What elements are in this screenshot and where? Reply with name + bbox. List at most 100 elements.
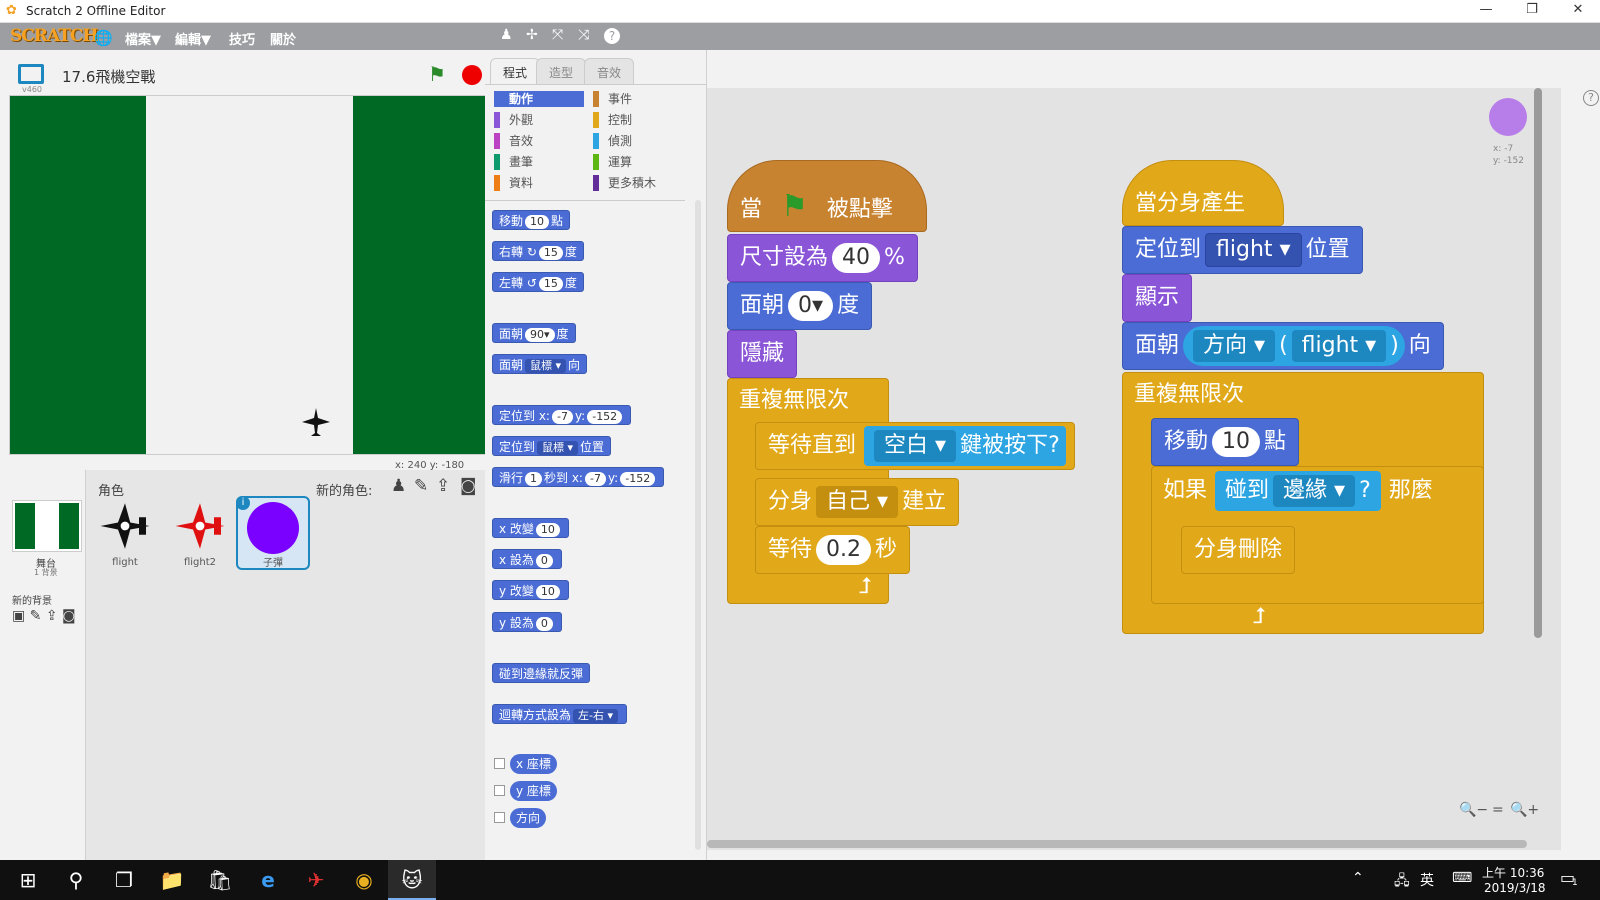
keyboard-icon[interactable]: ⌨ bbox=[1452, 870, 1473, 886]
network-icon[interactable]: 🖧 bbox=[1394, 873, 1410, 889]
hat-when-clone-starts[interactable]: 當分身產生 bbox=[1122, 160, 1284, 226]
app-icon[interactable]: ✈ bbox=[307, 868, 325, 892]
menu-tips[interactable]: 技巧 bbox=[229, 33, 256, 48]
project-title[interactable]: 17.6飛機空戰 bbox=[62, 68, 156, 86]
category-pen[interactable]: 畫筆 bbox=[494, 154, 584, 170]
menu-file[interactable]: 檔案▼ bbox=[125, 33, 161, 48]
search-icon[interactable]: ⚲ bbox=[68, 868, 84, 892]
block-point-towards[interactable]: 面朝鼠標 ▾向 bbox=[492, 354, 588, 374]
xpos-checkbox[interactable] bbox=[494, 758, 505, 769]
zoom-out-icon[interactable]: 🔍− bbox=[1459, 802, 1489, 818]
paint-icon[interactable]: ✎ bbox=[414, 476, 429, 496]
stop-icon[interactable] bbox=[462, 65, 482, 85]
clock-date[interactable]: 2019/3/18 bbox=[1484, 881, 1546, 895]
block-wait-until[interactable]: 等待直到空白 ▾鍵被按下? bbox=[755, 422, 1075, 470]
vertical-scrollbar[interactable] bbox=[1534, 88, 1542, 638]
green-flag-icon[interactable]: ⚑ bbox=[428, 62, 446, 86]
category-control[interactable]: 控制 bbox=[593, 112, 683, 128]
globe-icon[interactable]: 🌐 bbox=[94, 29, 113, 47]
help-icon[interactable]: ? bbox=[604, 28, 620, 44]
tab-costumes[interactable]: 造型 bbox=[536, 58, 587, 84]
category-data[interactable]: 資料 bbox=[494, 175, 584, 191]
help-tips-icon[interactable]: ? bbox=[1583, 90, 1599, 106]
start-icon[interactable]: ⊞ bbox=[19, 868, 37, 892]
hat-when-flag-clicked[interactable]: 當 ⚑ 被點擊 bbox=[727, 160, 927, 232]
scratch-logo[interactable]: SCRATCH bbox=[10, 26, 98, 46]
category-operators[interactable]: 運算 bbox=[593, 154, 683, 170]
sprite-flight[interactable]: flight bbox=[90, 498, 160, 570]
duplicate-icon[interactable]: ♟ bbox=[500, 27, 513, 43]
info-icon[interactable]: i bbox=[236, 496, 250, 510]
menu-edit[interactable]: 編輯▼ bbox=[175, 33, 211, 48]
chrome-icon[interactable]: ◉ bbox=[355, 868, 373, 892]
direction-checkbox[interactable] bbox=[494, 812, 505, 823]
stage[interactable] bbox=[9, 95, 490, 455]
palette-scrollbar[interactable] bbox=[695, 200, 701, 850]
backdrop-tools[interactable]: ▣ ✎ ⇪ ◙ bbox=[12, 608, 76, 624]
block-hide[interactable]: 隱藏 bbox=[727, 330, 798, 378]
category-sensing[interactable]: 偵測 bbox=[593, 133, 683, 149]
upload-icon[interactable]: ⇪ bbox=[436, 476, 451, 496]
ypos-checkbox[interactable] bbox=[494, 785, 505, 796]
clock-time[interactable]: 上午 10:36 bbox=[1482, 866, 1545, 880]
maximize-button[interactable]: ❐ bbox=[1526, 2, 1538, 17]
tab-scripts[interactable]: 程式 bbox=[490, 58, 541, 84]
zoom-reset-icon[interactable]: = bbox=[1492, 802, 1504, 818]
tray-chevron-icon[interactable]: ⌃ bbox=[1352, 870, 1364, 886]
close-button[interactable]: ✕ bbox=[1572, 2, 1584, 17]
scratch-taskbar-icon[interactable]: 🐱 bbox=[388, 860, 436, 900]
category-events[interactable]: 事件 bbox=[593, 91, 683, 107]
sprite-library-icon[interactable]: ♟ bbox=[391, 476, 407, 496]
category-sound[interactable]: 音效 bbox=[494, 133, 584, 149]
language-indicator[interactable]: 英 bbox=[1420, 873, 1434, 889]
grow-icon[interactable]: ⤧ bbox=[552, 27, 564, 43]
cut-icon[interactable]: ✢ bbox=[526, 27, 538, 43]
sprite-flight2[interactable]: flight2 bbox=[165, 498, 235, 570]
block-rotation-style[interactable]: 迴轉方式設為左-右 ▾ bbox=[492, 704, 628, 724]
block-goto[interactable]: 定位到鼠標 ▾位置 bbox=[492, 436, 612, 456]
store-icon[interactable]: 🛍 bbox=[207, 868, 233, 892]
reporter-y-position[interactable]: y 座標 bbox=[510, 781, 557, 801]
reporter-direction[interactable]: 方向 bbox=[510, 808, 547, 828]
task-view-icon[interactable]: ❐ bbox=[115, 868, 133, 892]
block-point-direction-of[interactable]: 面朝方向 ▾(flight ▾)向 bbox=[1122, 322, 1444, 370]
block-delete-clone[interactable]: 分身刪除 bbox=[1181, 526, 1296, 574]
tab-sounds[interactable]: 音效 bbox=[584, 58, 635, 84]
fullscreen-icon[interactable] bbox=[18, 64, 44, 84]
block-bounce[interactable]: 碰到邊緣就反彈 bbox=[492, 663, 591, 683]
flight-sprite[interactable] bbox=[300, 406, 332, 438]
block-create-clone[interactable]: 分身自己 ▾建立 bbox=[755, 478, 960, 526]
camera-icon[interactable]: ◙ bbox=[460, 476, 477, 496]
menu-about[interactable]: 關於 bbox=[270, 33, 297, 48]
shrink-icon[interactable]: ⤨ bbox=[578, 27, 590, 43]
file-explorer-icon[interactable]: 📁 bbox=[159, 868, 185, 892]
ie-icon[interactable]: e bbox=[261, 868, 275, 892]
zoom-in-icon[interactable]: 🔍+ bbox=[1510, 802, 1540, 818]
category-looks[interactable]: 外觀 bbox=[494, 112, 584, 128]
category-motion[interactable]: 動作 bbox=[494, 91, 584, 107]
notification-icon[interactable]: ▭ bbox=[1560, 868, 1576, 887]
category-more-blocks[interactable]: 更多積木 bbox=[593, 175, 683, 191]
minimize-button[interactable]: — bbox=[1479, 2, 1493, 17]
sprite-bullet[interactable]: i 子彈 bbox=[236, 496, 310, 570]
horizontal-scrollbar[interactable] bbox=[707, 840, 1527, 848]
reporter-x-position[interactable]: x 座標 bbox=[510, 754, 557, 774]
block-show[interactable]: 顯示 bbox=[1122, 274, 1193, 322]
stage-thumbnail[interactable] bbox=[12, 500, 82, 552]
